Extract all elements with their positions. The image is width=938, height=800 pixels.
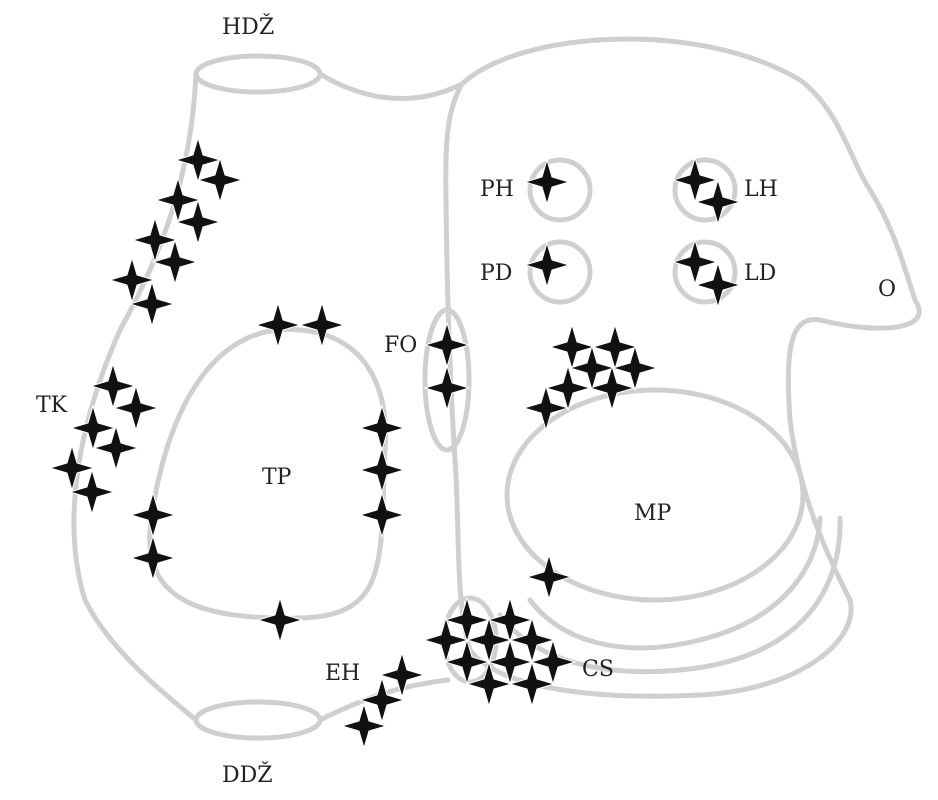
four-point-star-icon (671, 156, 719, 204)
four-point-star-icon (112, 384, 160, 432)
left-lower-pulmonary-vein (672, 239, 738, 305)
four-point-star-icon (508, 660, 556, 708)
coronary-sinus-arc-inner (527, 515, 823, 651)
mitral-valve-ring (504, 387, 806, 603)
label-o: O (878, 277, 896, 302)
four-point-star-icon (568, 344, 616, 392)
four-point-star-icon (358, 404, 406, 452)
four-point-star-icon (69, 404, 117, 452)
four-point-star-icon (671, 238, 719, 286)
label-ld: LD (744, 261, 776, 286)
four-point-star-icon (522, 384, 570, 432)
four-point-star-icon (129, 534, 177, 582)
right-lower-pulmonary-vein (527, 239, 593, 305)
label-mp: MP (634, 501, 672, 526)
left-atrium-outline (443, 36, 922, 699)
four-point-star-icon (48, 444, 96, 492)
label-fo: FO (384, 333, 417, 358)
four-point-star-icon (68, 468, 116, 516)
four-point-star-icon (298, 301, 346, 349)
four-point-star-icon (358, 676, 406, 724)
four-point-star-icon (128, 280, 176, 328)
four-point-star-icon (544, 364, 592, 412)
four-point-star-icon (358, 491, 406, 539)
four-point-star-icon (611, 344, 659, 392)
four-point-star-icon (108, 256, 156, 304)
label-eh: EH (325, 661, 360, 686)
lower-vena-cava-ring (193, 699, 323, 741)
four-point-star-icon (129, 491, 177, 539)
label-tp: TP (262, 465, 292, 490)
outline-structures (71, 36, 922, 741)
four-point-star-icon (523, 241, 571, 289)
coronary-sinus-arc-outer (497, 515, 843, 675)
four-point-star-icon (89, 362, 137, 410)
label-cs: CS (582, 657, 614, 682)
four-point-star-icon (174, 136, 222, 184)
foramen-ovale (422, 307, 472, 453)
four-point-star-icon (254, 301, 302, 349)
four-point-star-icon (196, 156, 244, 204)
labels: HDŽ DDŽ TK TP FO PH LH PD LD O MP EH CS (36, 13, 896, 788)
four-point-star-icon (588, 364, 636, 412)
four-point-star-icon (694, 261, 742, 309)
upper-vena-cava-ring (193, 53, 323, 95)
four-point-star-icon (378, 651, 426, 699)
four-point-star-icon (174, 198, 222, 246)
four-point-star-icon (525, 553, 573, 601)
four-point-star-icon (340, 702, 388, 750)
four-point-star-icon (465, 660, 513, 708)
left-upper-pulmonary-vein (672, 157, 738, 223)
four-point-star-icon (92, 424, 140, 472)
right-upper-pulmonary-vein (527, 157, 593, 223)
label-ph: PH (480, 177, 514, 202)
label-lh: LH (744, 177, 778, 202)
four-point-star-icon (358, 446, 406, 494)
four-point-star-icon (151, 238, 199, 286)
label-tk: TK (36, 393, 68, 418)
label-pd: PD (480, 261, 512, 286)
ablation-markers (48, 136, 742, 750)
four-point-star-icon (256, 596, 304, 644)
upper-vena-cava-right-edge (317, 71, 465, 101)
four-point-star-icon (523, 158, 571, 206)
label-ddz: DDŽ (222, 761, 273, 788)
label-hdz: HDŽ (222, 13, 274, 40)
four-point-star-icon (423, 364, 471, 412)
four-point-star-icon (694, 178, 742, 226)
